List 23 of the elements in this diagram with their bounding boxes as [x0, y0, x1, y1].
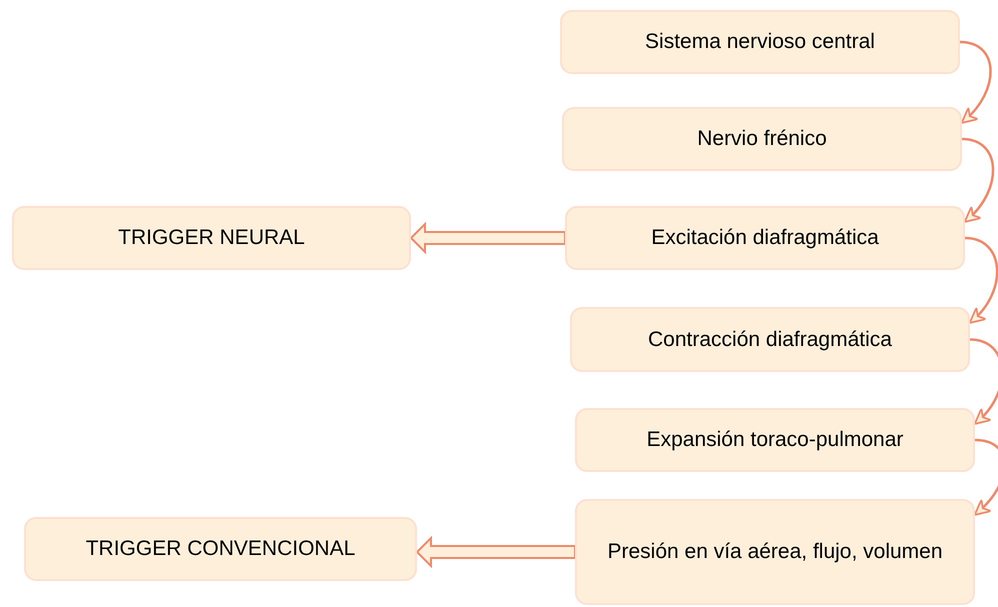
- box-label: TRIGGER NEURAL: [118, 225, 305, 251]
- box-label: Contracción diafragmática: [648, 326, 892, 352]
- process-box: [12, 206, 411, 270]
- box-label: Sistema nervioso central: [645, 29, 875, 55]
- process-box: [560, 10, 960, 74]
- process-box: [570, 307, 970, 372]
- process-box: [575, 408, 975, 472]
- process-box: [565, 206, 965, 270]
- box-label: Presión en vía aérea, flujo, volumen: [607, 539, 943, 565]
- curved-arrow: [970, 338, 998, 425]
- block-arrow: [410, 222, 566, 254]
- curved-arrow: [962, 138, 994, 223]
- curved-arrow: [960, 40, 992, 124]
- process-box: [562, 107, 962, 171]
- process-box: [575, 499, 975, 605]
- box-label: Excitación diafragmática: [651, 225, 879, 251]
- box-label: Expansión toraco-pulmonar: [646, 427, 904, 453]
- box-label: TRIGGER CONVENCIONAL: [86, 536, 356, 562]
- block-arrow: [416, 536, 576, 568]
- box-label: Nervio frénico: [697, 126, 827, 152]
- curved-arrow: [974, 438, 998, 516]
- curved-arrow: [964, 236, 998, 324]
- process-box: [24, 517, 417, 581]
